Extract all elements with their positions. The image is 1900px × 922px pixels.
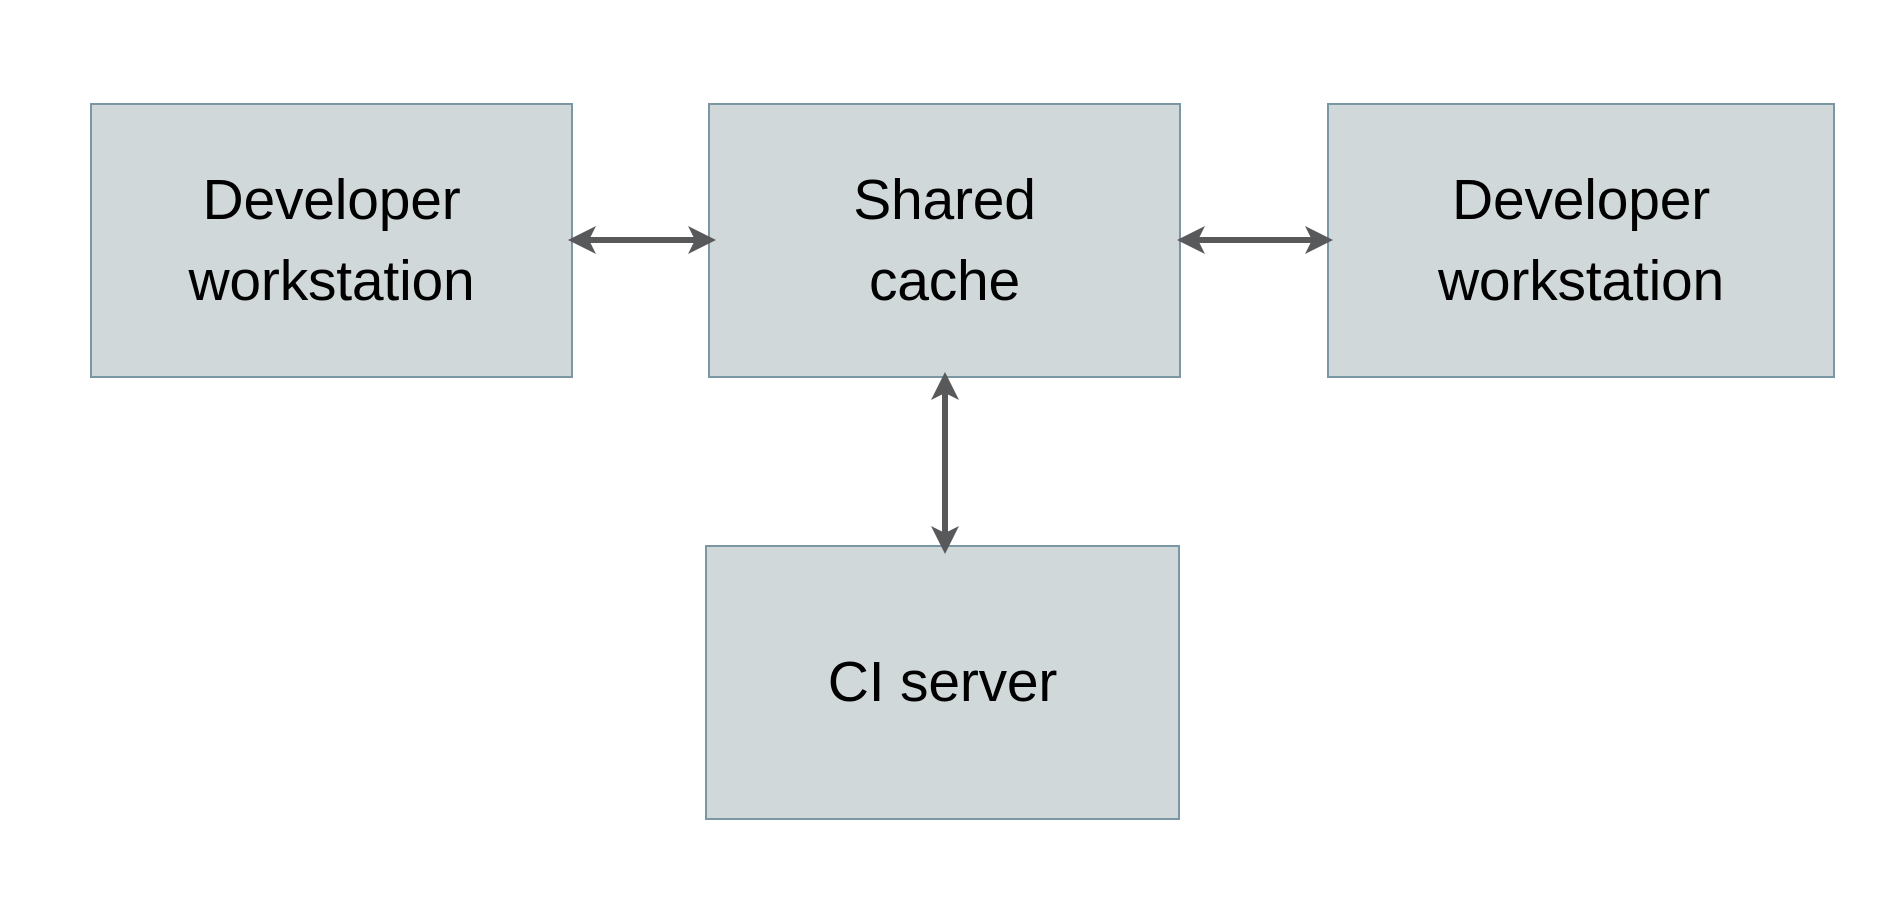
double-arrow-icon [1177, 226, 1333, 254]
node-ci-server[interactable]: CI server [705, 545, 1180, 820]
node-developer-workstation-left[interactable]: Developer workstation [90, 103, 573, 378]
double-arrow-icon [568, 226, 716, 254]
double-arrow-icon [931, 372, 959, 554]
connector-shared-cache-to-right-workstation[interactable] [1175, 205, 1335, 275]
node-shared-cache[interactable]: Shared cache [708, 103, 1181, 378]
node-label: CI server [827, 650, 1058, 715]
connector-shared-cache-to-ci-server[interactable] [910, 370, 980, 556]
node-label: Developer workstation [188, 167, 475, 313]
connector-left-workstation-to-shared-cache[interactable] [566, 205, 718, 275]
node-label: Developer workstation [1437, 167, 1725, 313]
node-developer-workstation-right[interactable]: Developer workstation [1327, 103, 1835, 378]
node-label: Shared cache [853, 167, 1036, 313]
